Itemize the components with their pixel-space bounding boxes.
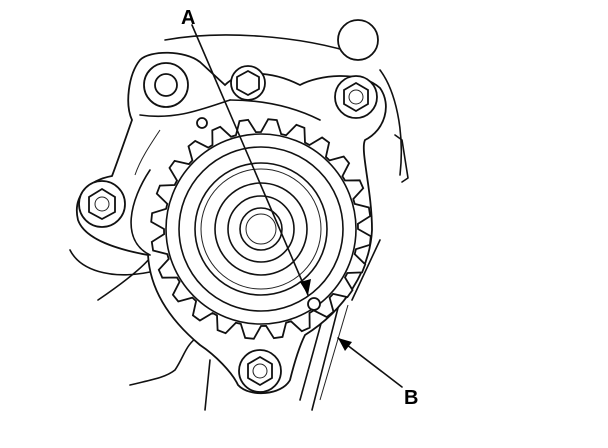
sprocket-teeth: [150, 118, 372, 340]
leader-line-a: [191, 24, 309, 296]
engine-block-outline: [69, 34, 409, 411]
arrowhead-b-icon: [338, 338, 352, 351]
bolt-bottom: [238, 349, 282, 393]
boss-hole-icon: [154, 73, 178, 97]
arrowhead-a-icon: [300, 279, 311, 295]
bolt-top-center: [230, 65, 266, 101]
sprocket-root-circle: [165, 133, 357, 325]
water-pump-pulley: [150, 118, 372, 340]
alignment-mark-hole: [307, 297, 321, 311]
bolt-left: [78, 180, 126, 228]
callout-label-b: B: [404, 387, 418, 409]
upper-boss-circle: [337, 19, 379, 61]
hub-outer: [227, 195, 295, 263]
hub-inner: [239, 207, 283, 251]
callout-label-a: A: [181, 7, 195, 29]
bolt-top-right: [334, 75, 378, 119]
dowel-hole: [196, 117, 208, 129]
